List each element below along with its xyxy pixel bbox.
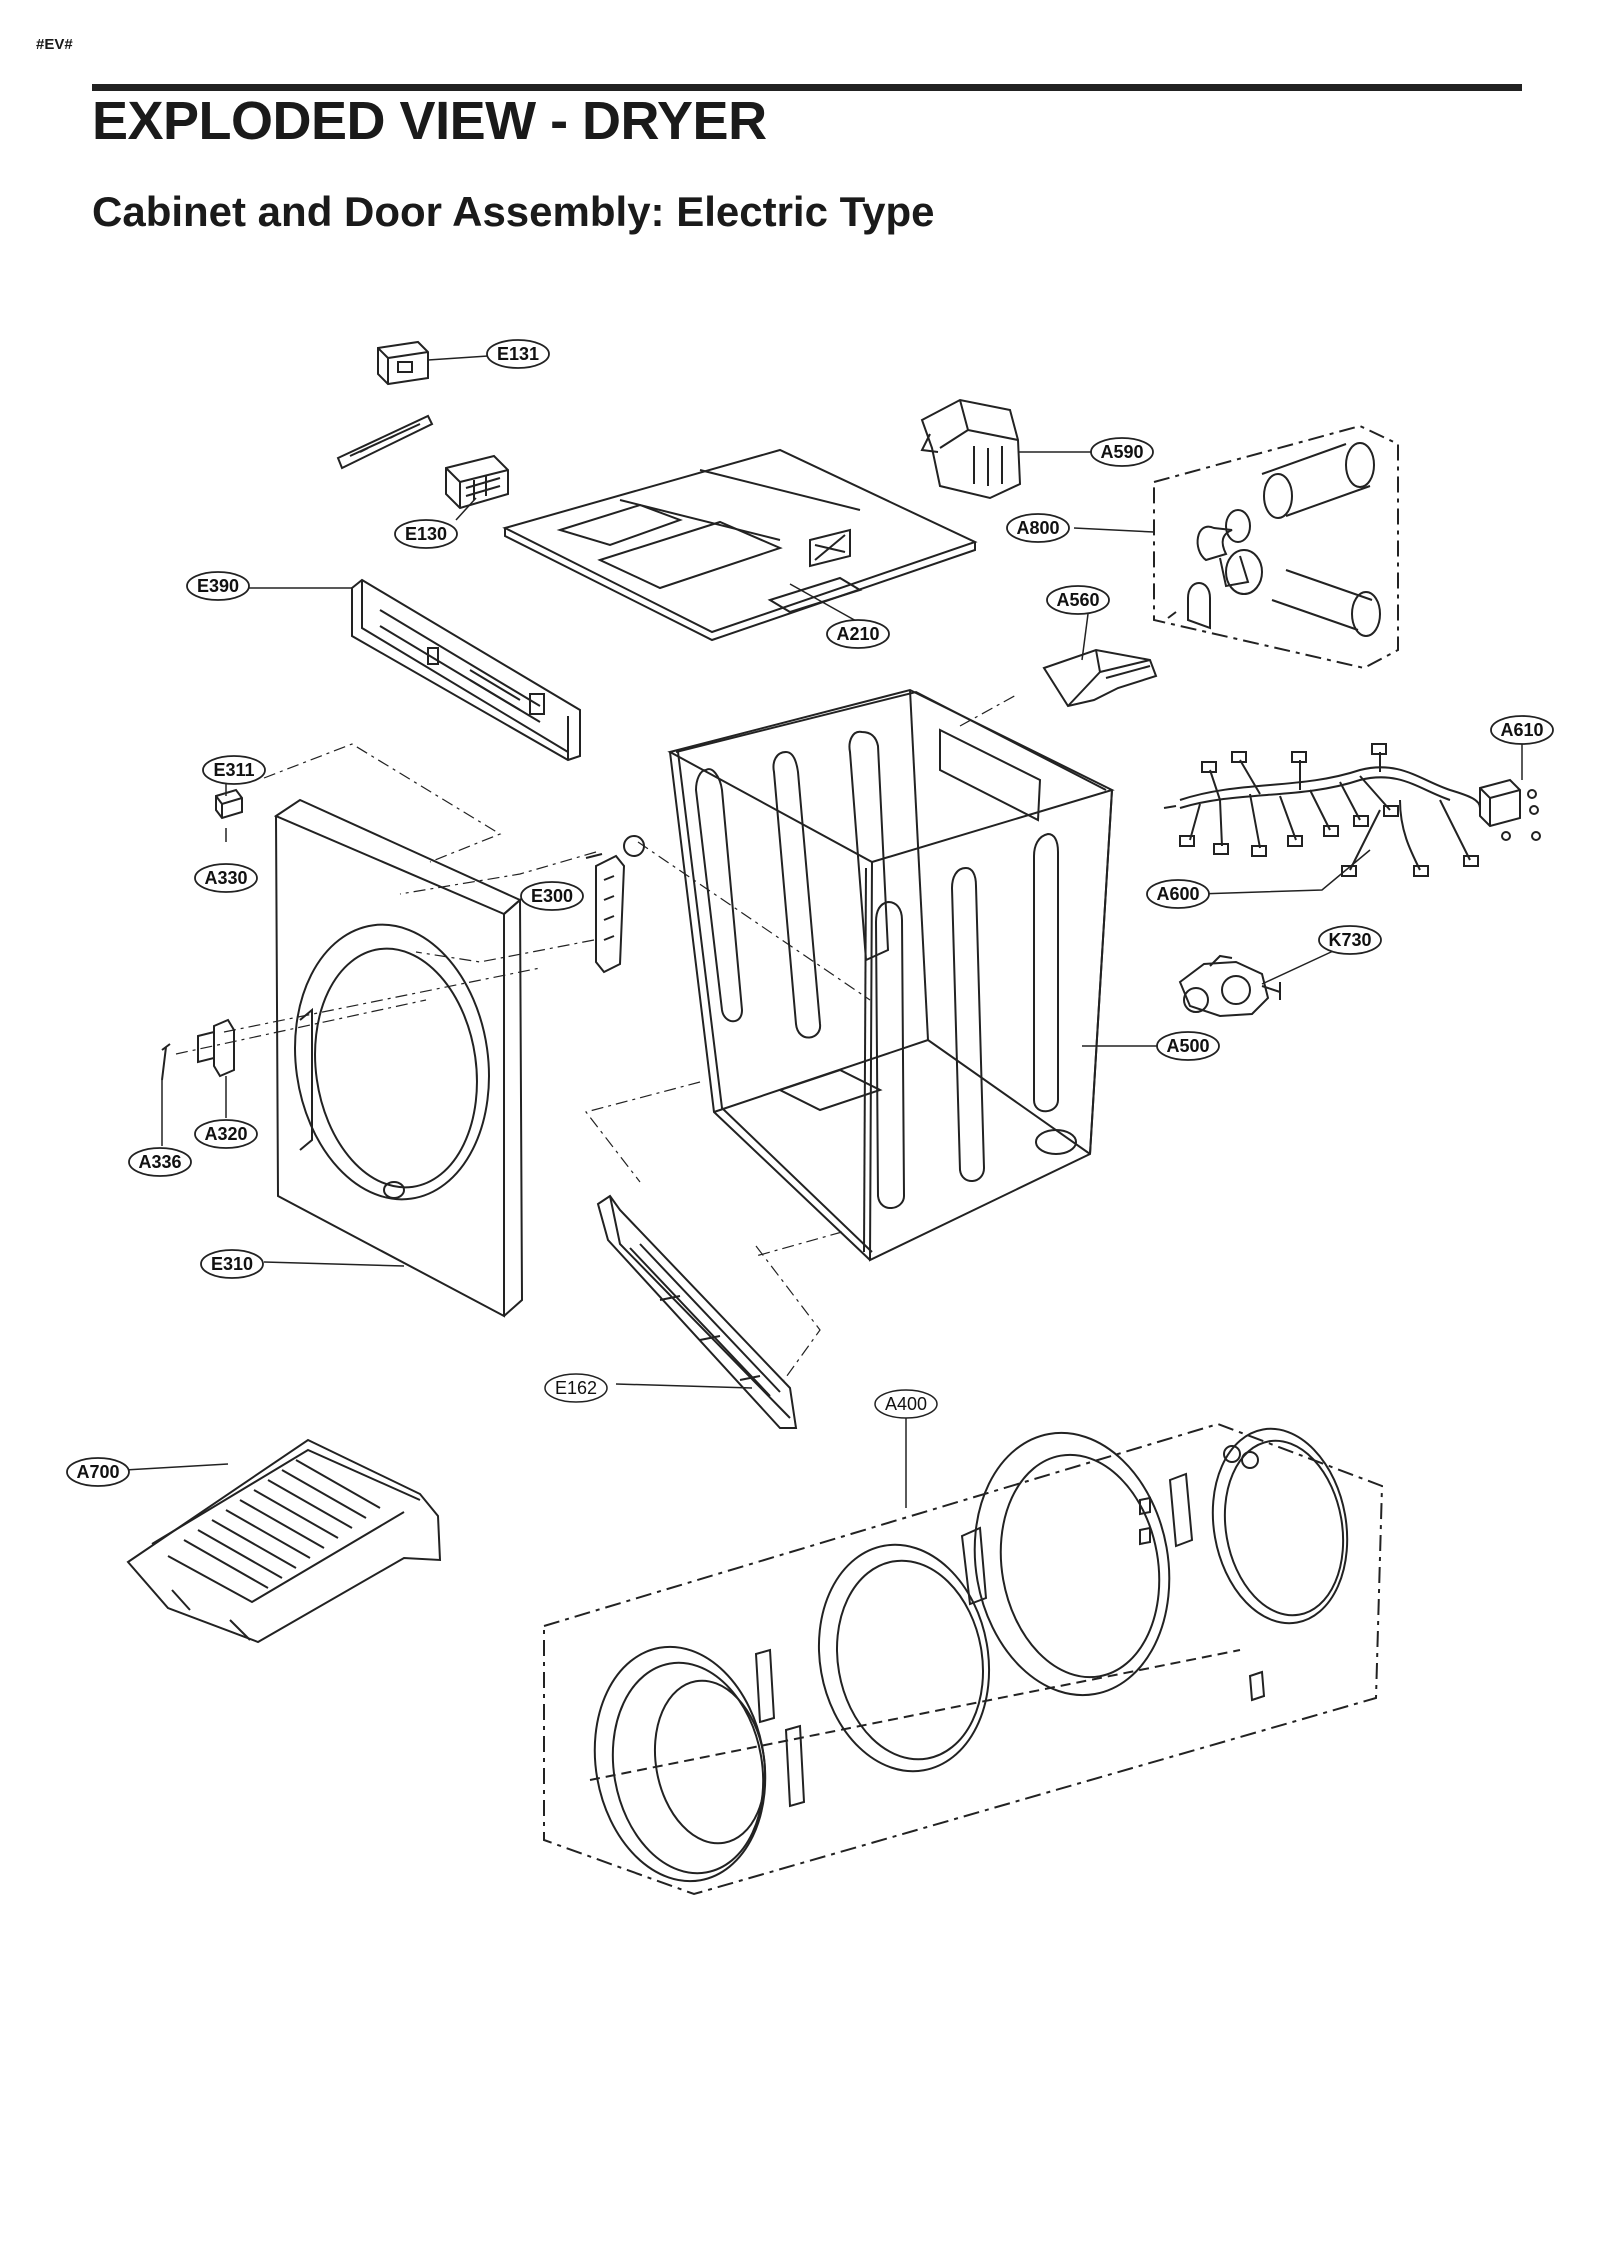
svg-text:A500: A500 (1166, 1036, 1209, 1056)
svg-text:E131: E131 (497, 344, 539, 364)
title-rule (92, 84, 1522, 91)
svg-text:E300: E300 (531, 886, 573, 906)
svg-text:A590: A590 (1100, 442, 1143, 462)
part-e390-illustration (351, 578, 581, 762)
part-a600-illustration (1163, 743, 1481, 877)
callout-a610: A610 (1490, 715, 1554, 745)
part-pcb-strip-illustration (336, 414, 434, 470)
callout-labels: E131 E130 A590 A800 E390 A210 A560 A610 (66, 339, 1554, 1487)
part-a800-illustration (1153, 424, 1399, 670)
svg-text:A400: A400 (885, 1394, 927, 1414)
svg-text:A320: A320 (204, 1124, 247, 1144)
part-e162-illustration (596, 1194, 798, 1429)
part-a610-illustration (1479, 778, 1541, 841)
svg-text:A560: A560 (1056, 590, 1099, 610)
callout-a800: A800 (1006, 513, 1070, 543)
svg-text:E130: E130 (405, 524, 447, 544)
callout-e390: E390 (186, 571, 250, 601)
callout-a500: A500 (1156, 1031, 1220, 1061)
callout-a336: A336 (128, 1147, 192, 1177)
callout-a320: A320 (194, 1119, 258, 1149)
callout-a700: A700 (66, 1457, 130, 1487)
part-a590-illustration (920, 398, 1022, 500)
part-e310-illustration (273, 798, 524, 1318)
page-subtitle: Cabinet and Door Assembly: Electric Type (92, 188, 935, 235)
svg-text:E390: E390 (197, 576, 239, 596)
part-e131-illustration (377, 340, 429, 386)
callout-e162: E162 (544, 1373, 608, 1403)
svg-text:E310: E310 (211, 1254, 253, 1274)
callout-e130: E130 (394, 519, 458, 549)
svg-text:A600: A600 (1156, 884, 1199, 904)
svg-text:A330: A330 (204, 868, 247, 888)
part-a320-illustration (197, 1018, 235, 1078)
document-code: #EV# (36, 36, 73, 53)
callout-e310: E310 (200, 1249, 264, 1279)
part-k730-illustration (1178, 954, 1281, 1018)
page-title: EXPLODED VIEW - DRYER (92, 91, 767, 151)
callout-a560: A560 (1046, 585, 1110, 615)
part-a336-illustration (161, 1043, 171, 1081)
part-a560-illustration (1042, 648, 1158, 708)
callout-k730: K730 (1318, 925, 1382, 955)
svg-text:E311: E311 (213, 760, 254, 780)
part-e300-illustration (585, 835, 645, 974)
callout-a400: A400 (874, 1389, 938, 1419)
part-a400-illustration (543, 1422, 1384, 1896)
callout-e300: E300 (520, 881, 584, 911)
part-a210-illustration (502, 448, 978, 642)
leader-lines (123, 355, 1523, 1508)
svg-text:E162: E162 (555, 1378, 597, 1398)
svg-text:A336: A336 (138, 1152, 181, 1172)
part-a330-illustration (215, 788, 243, 820)
svg-text:A700: A700 (76, 1462, 119, 1482)
svg-text:A210: A210 (836, 624, 879, 644)
part-e130-illustration (445, 454, 509, 510)
callout-a210: A210 (826, 619, 890, 649)
callout-e311: E311 (202, 755, 266, 785)
callout-a330: A330 (194, 863, 258, 893)
callout-a590: A590 (1090, 437, 1154, 467)
callout-e131: E131 (486, 339, 550, 369)
callout-a600: A600 (1146, 879, 1210, 909)
part-a700-illustration (126, 1438, 442, 1644)
svg-text:A610: A610 (1500, 720, 1543, 740)
assembly-guide-lines (175, 693, 1019, 1381)
part-a500-illustration (667, 688, 1115, 1262)
svg-text:A800: A800 (1016, 518, 1059, 538)
svg-text:K730: K730 (1328, 930, 1371, 950)
